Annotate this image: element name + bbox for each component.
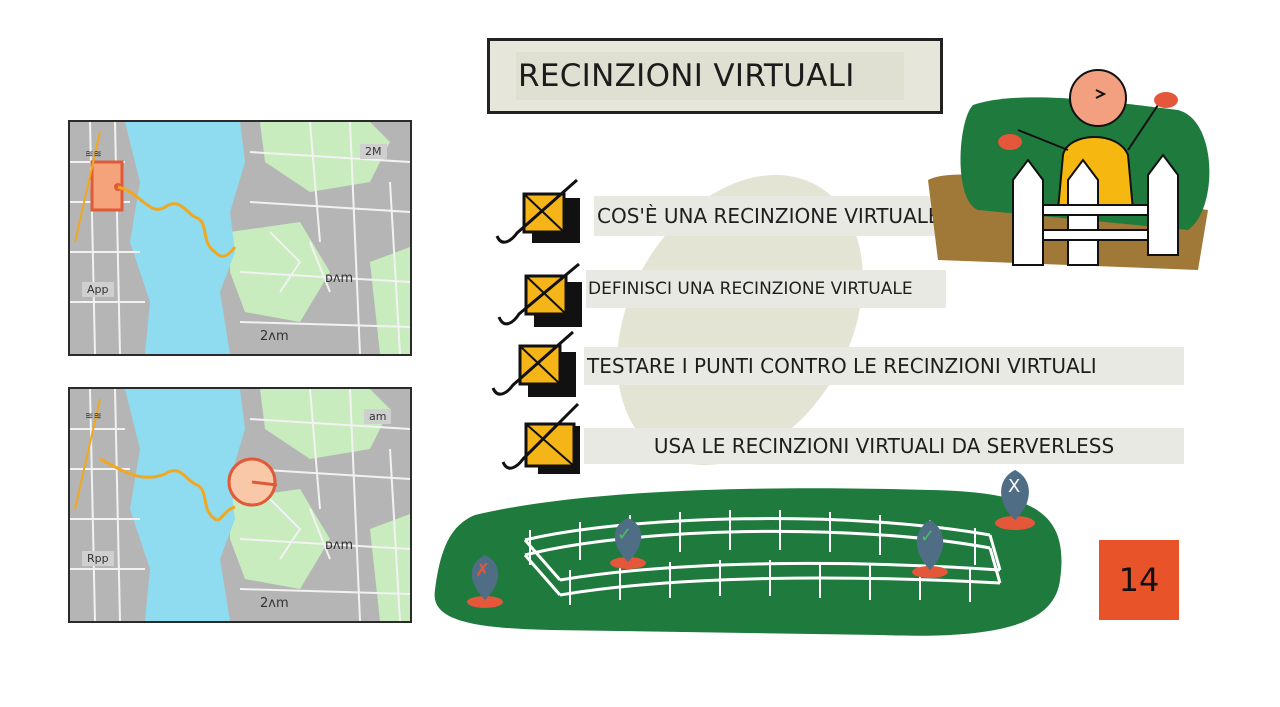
background-ellipse <box>617 174 863 466</box>
checklist-item-3: TESTARE I PUNTI CONTRO LE RECINZIONI VIR… <box>584 347 1184 385</box>
map-top-side-label: App <box>82 282 114 297</box>
checkbox-icon-1 <box>495 178 580 244</box>
checklist-item-2: DEFINISCI UNA RECINZIONE VIRTUALE <box>586 270 946 308</box>
map-bottom-side-label: Rpp <box>82 551 114 566</box>
svg-text:≋≋: ≋≋ <box>85 149 102 160</box>
pin-left <box>467 555 503 608</box>
map-top-corner-label: 2M <box>360 144 387 159</box>
map-bottom-corner-label: am <box>364 409 392 424</box>
svg-text:2ᴧm: 2ᴧm <box>260 329 289 344</box>
svg-text:2ᴧm: 2ᴧm <box>260 596 289 611</box>
map-bottom: ᴅᴧm 2ᴧm ≋≋ am Rpp <box>68 387 412 623</box>
map-bottom-drawing: ᴅᴧm 2ᴧm ≋≋ <box>70 389 410 621</box>
pin-middle <box>610 518 646 569</box>
pin-far <box>995 470 1035 530</box>
pin-middle-mark: ✓ <box>617 524 633 545</box>
page-title: RECINZIONI VIRTUALI <box>516 52 904 100</box>
map-top-drawing: ᴅᴧm 2ᴧm ≋≋ <box>70 122 410 354</box>
svg-text:ᴅᴧm: ᴅᴧm <box>325 271 353 286</box>
svg-text:ᴅᴧm: ᴅᴧm <box>325 538 353 553</box>
pin-right <box>912 520 948 578</box>
checkbox-icon-3 <box>491 330 576 397</box>
checkbox-icon-2 <box>497 262 582 327</box>
pin-far-mark: X <box>1008 476 1021 497</box>
checkbox-icon-4 <box>501 402 580 474</box>
page-number-badge: 14 <box>1099 540 1179 620</box>
svg-text:≋≋: ≋≋ <box>85 411 102 422</box>
pin-left-mark: ✗ <box>475 560 491 581</box>
geofence-field-illustration <box>434 470 1062 636</box>
pin-right-mark: ✓ <box>920 526 936 547</box>
map-top: ᴅᴧm 2ᴧm ≋≋ 2M App <box>68 120 412 356</box>
checklist-item-4: USA LE RECINZIONI VIRTUALI DA SERVERLESS <box>584 428 1184 464</box>
person-on-fence-illustration <box>928 69 1210 270</box>
